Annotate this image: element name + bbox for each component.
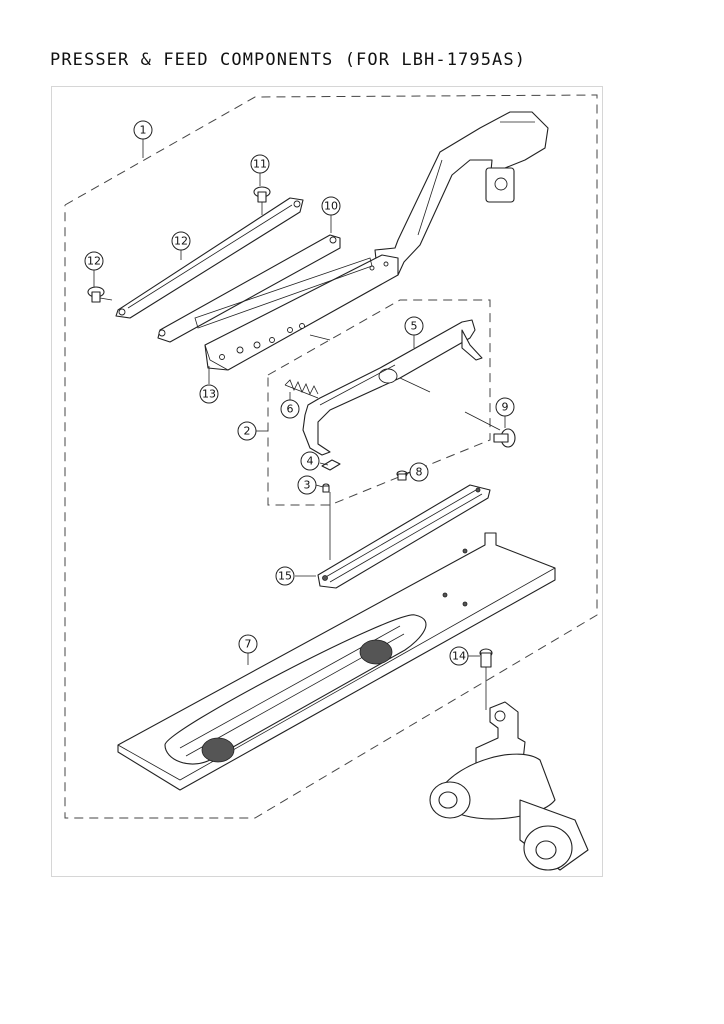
screw-12-top bbox=[253, 186, 271, 215]
callout-9: 9 bbox=[495, 397, 515, 417]
svg-text:6: 6 bbox=[287, 403, 294, 416]
presser-arm bbox=[374, 111, 549, 279]
callout-3: 3 bbox=[297, 475, 317, 495]
screw-8 bbox=[396, 470, 408, 481]
spring-6 bbox=[284, 379, 319, 399]
callout-5: 5 bbox=[404, 316, 424, 336]
callout-4: 4 bbox=[300, 451, 320, 471]
subassembly-outline bbox=[267, 299, 491, 506]
callout-12-left: 12 bbox=[84, 251, 104, 271]
svg-text:9: 9 bbox=[502, 401, 509, 414]
svg-text:2: 2 bbox=[244, 425, 251, 438]
svg-text:7: 7 bbox=[245, 638, 252, 651]
svg-text:4: 4 bbox=[307, 455, 314, 468]
feed-plate bbox=[117, 532, 556, 791]
callout-11: 12 bbox=[171, 231, 191, 251]
diagram-frame bbox=[51, 86, 603, 877]
assembly-outline bbox=[64, 94, 598, 819]
callout-15: 15 bbox=[275, 566, 295, 586]
presser-base-plate bbox=[204, 254, 399, 371]
svg-text:3: 3 bbox=[304, 479, 311, 492]
callout-10: 10 bbox=[321, 196, 341, 216]
svg-text:12: 12 bbox=[87, 255, 101, 268]
screw-12-left bbox=[87, 286, 113, 303]
callout-2: 2 bbox=[237, 421, 257, 441]
svg-text:11: 11 bbox=[253, 158, 267, 171]
screw-14 bbox=[479, 648, 493, 668]
svg-text:5: 5 bbox=[411, 320, 418, 333]
callout-6: 6 bbox=[280, 399, 300, 419]
callout-7: 7 bbox=[238, 634, 258, 654]
feed-drive-bracket bbox=[429, 701, 589, 871]
svg-text:13: 13 bbox=[202, 388, 216, 401]
screw-9 bbox=[493, 428, 516, 448]
feed-rail bbox=[317, 484, 491, 589]
guide-bar bbox=[157, 234, 373, 343]
svg-text:14: 14 bbox=[452, 650, 466, 663]
callout-14: 14 bbox=[449, 646, 469, 666]
svg-text:12: 12 bbox=[174, 235, 188, 248]
svg-text:15: 15 bbox=[278, 570, 292, 583]
slotted-plate bbox=[115, 197, 304, 319]
svg-text:8: 8 bbox=[416, 466, 423, 479]
callout-13: 13 bbox=[199, 384, 219, 404]
page-title: PRESSER & FEED COMPONENTS (FOR LBH-1795A… bbox=[50, 50, 527, 70]
clip-4 bbox=[321, 459, 341, 471]
svg-text:1: 1 bbox=[140, 124, 147, 137]
leader-lines bbox=[93, 139, 506, 710]
callout-8: 8 bbox=[409, 462, 429, 482]
screw-3 bbox=[322, 483, 330, 493]
callout-1: 1 bbox=[133, 120, 153, 140]
callout-12-top: 11 bbox=[250, 154, 270, 174]
svg-text:10: 10 bbox=[324, 200, 338, 213]
